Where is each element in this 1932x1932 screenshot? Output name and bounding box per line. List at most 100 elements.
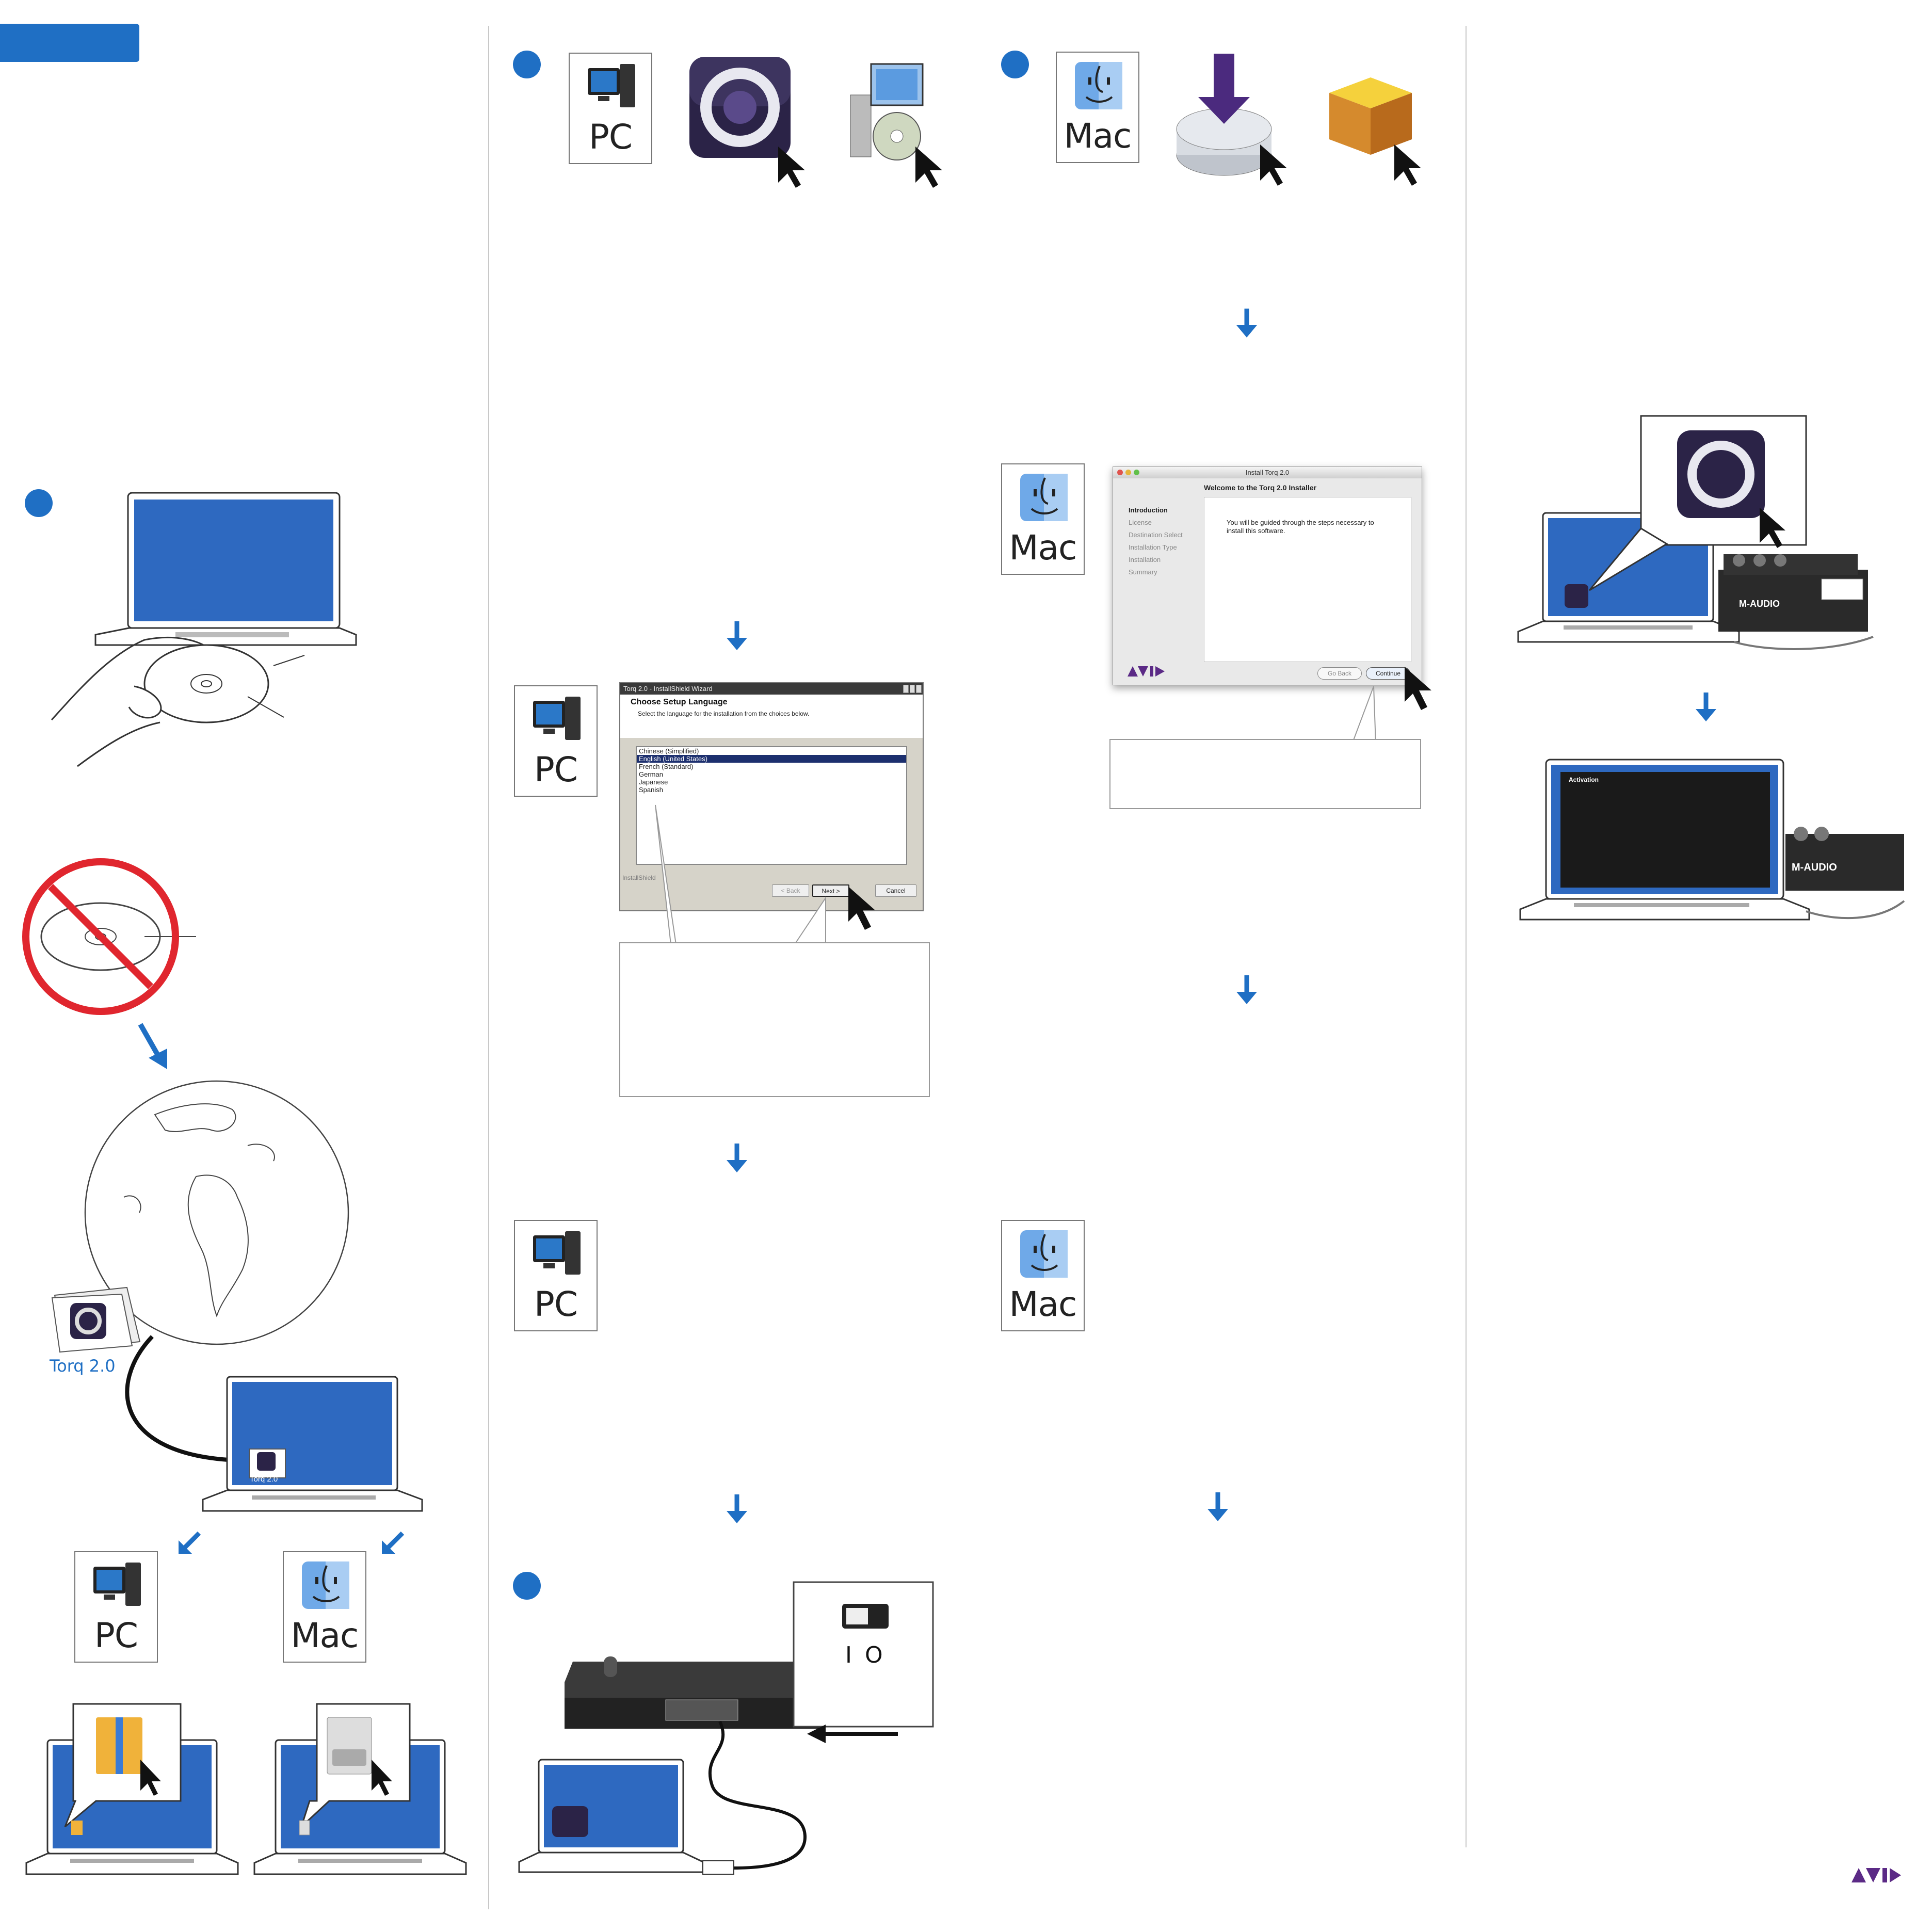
installer-step: Installation Type [1129,543,1177,551]
torq-app-icon [689,57,805,188]
down-arrow-icon [727,621,747,650]
installer-body-text: You will be guided through the steps nec… [1227,519,1374,535]
pc-tower-icon [588,64,635,107]
zoom-icon[interactable] [1134,470,1139,475]
globe-download-illustration [84,1080,349,1345]
mouse-cursor-icon [1405,667,1431,710]
close-icon[interactable] [1117,470,1123,475]
laptop-with-download [202,1376,423,1512]
mac-finder-icon [1020,1230,1068,1278]
step-marker [513,1572,541,1600]
step-marker [513,51,541,78]
step-marker [1001,51,1029,78]
mac-finder-icon [1075,62,1122,109]
laptop-zip-illustration [25,1703,239,1875]
installer-heading: Choose Setup Language [631,698,728,706]
no-disc-icon [22,858,196,1015]
mac-badge: Mac [1001,1220,1085,1331]
language-option-selected[interactable]: English (United States) [637,755,906,763]
pc-tower-icon [533,697,581,740]
mac-badge: Mac [1056,52,1139,163]
installer-step: License [1129,519,1152,526]
mac-badge: Mac [283,1551,366,1663]
laptop-insert-disc-illustration [51,492,357,767]
maximize-icon[interactable] [909,685,915,693]
pc-label: PC [589,117,633,157]
minimize-icon[interactable] [1125,470,1131,475]
installer-step: Summary [1129,568,1157,576]
window-title: Install Torq 2.0 [1113,467,1422,478]
activation-title: Activation [1569,776,1599,783]
diagonal-arrow-icon [179,1531,201,1554]
installer-heading: Welcome to the Torq 2.0 Installer [1204,484,1317,492]
mac-label: Mac [1064,116,1132,156]
next-button[interactable]: Next > [812,884,849,897]
setup-exe-icon [850,63,942,188]
mac-label: Mac [1009,528,1077,568]
diagonal-arrow-icon [138,1023,167,1069]
down-arrow-icon [1208,1492,1228,1521]
language-option[interactable]: Japanese [639,778,668,786]
power-switch-off-label: O [865,1642,883,1668]
mac-badge: Mac [1001,463,1085,575]
installer-content [1204,497,1411,662]
down-arrow-icon [727,1144,747,1172]
launch-torq-illustration [1517,415,1874,650]
pc-badge: PC [569,53,652,164]
pc-badge: PC [514,685,598,797]
down-arrow-icon [1236,975,1257,1004]
back-button[interactable]: < Back [772,884,809,897]
mac-label: Mac [1009,1284,1077,1324]
mac-label: Mac [291,1616,359,1655]
installer-subheading: Select the language for the installation… [638,710,810,717]
down-arrow-icon [1696,693,1716,721]
torq-folder-icon [50,1285,148,1362]
pc-label: PC [534,1284,578,1324]
section-tab [0,24,139,62]
language-list[interactable]: Chinese (Simplified) English (United Sta… [636,746,907,865]
callout-pointer [1351,686,1376,745]
down-arrow-icon [1236,309,1257,337]
mac-finder-icon [1020,474,1068,521]
disk-image-icon [1176,54,1287,186]
avid-logo [1128,666,1165,677]
pc-label: PC [94,1616,138,1655]
laptop-dmg-illustration [253,1703,467,1875]
language-option[interactable]: Spanish [639,786,663,794]
pc-tower-icon [533,1231,581,1275]
go-back-button[interactable]: Go Back [1317,667,1362,680]
mouse-cursor-icon [848,887,875,930]
activation-laptop-illustration [1519,759,1905,921]
step-marker [25,489,53,517]
cancel-button[interactable]: Cancel [875,884,916,897]
installshield-footer: InstallShield [622,874,656,881]
pc-installer-window: Torq 2.0 - InstallShield Wizard Choose S… [619,682,924,911]
installer-step: Introduction [1129,506,1168,514]
column-divider [1466,26,1467,1847]
close-icon[interactable] [916,685,922,693]
column-divider [488,26,489,1909]
hardware-brand-label: M-AUDIO [1739,599,1780,609]
installer-step: Destination Select [1129,531,1183,539]
mac-finder-icon [302,1561,349,1609]
installer-package-icon [1329,77,1421,186]
diagonal-arrow-icon [382,1531,405,1554]
mac-callout-box [1109,739,1421,809]
pc-label: PC [534,750,578,790]
mac-installer-window: Install Torq 2.0 Welcome to the Torq 2.0… [1113,466,1422,685]
language-option[interactable]: Chinese (Simplified) [639,747,699,755]
avid-logo [1852,1868,1901,1882]
torq-folder-label-small: Torq 2.0 [250,1475,278,1484]
window-title: Torq 2.0 - InstallShield Wizard [620,683,923,695]
down-arrow-icon [727,1494,747,1523]
pc-badge: PC [514,1220,598,1331]
minimize-icon[interactable] [903,685,909,693]
controller-usb-connection-illustration [518,1581,934,1875]
pc-callout-box [619,942,930,1097]
pc-tower-icon [93,1563,141,1606]
installer-step: Installation [1129,556,1161,564]
language-option[interactable]: German [639,770,663,778]
power-switch-on-label: I [845,1642,852,1668]
torq-folder-label: Torq 2.0 [50,1356,116,1376]
language-option[interactable]: French (Standard) [639,763,694,770]
